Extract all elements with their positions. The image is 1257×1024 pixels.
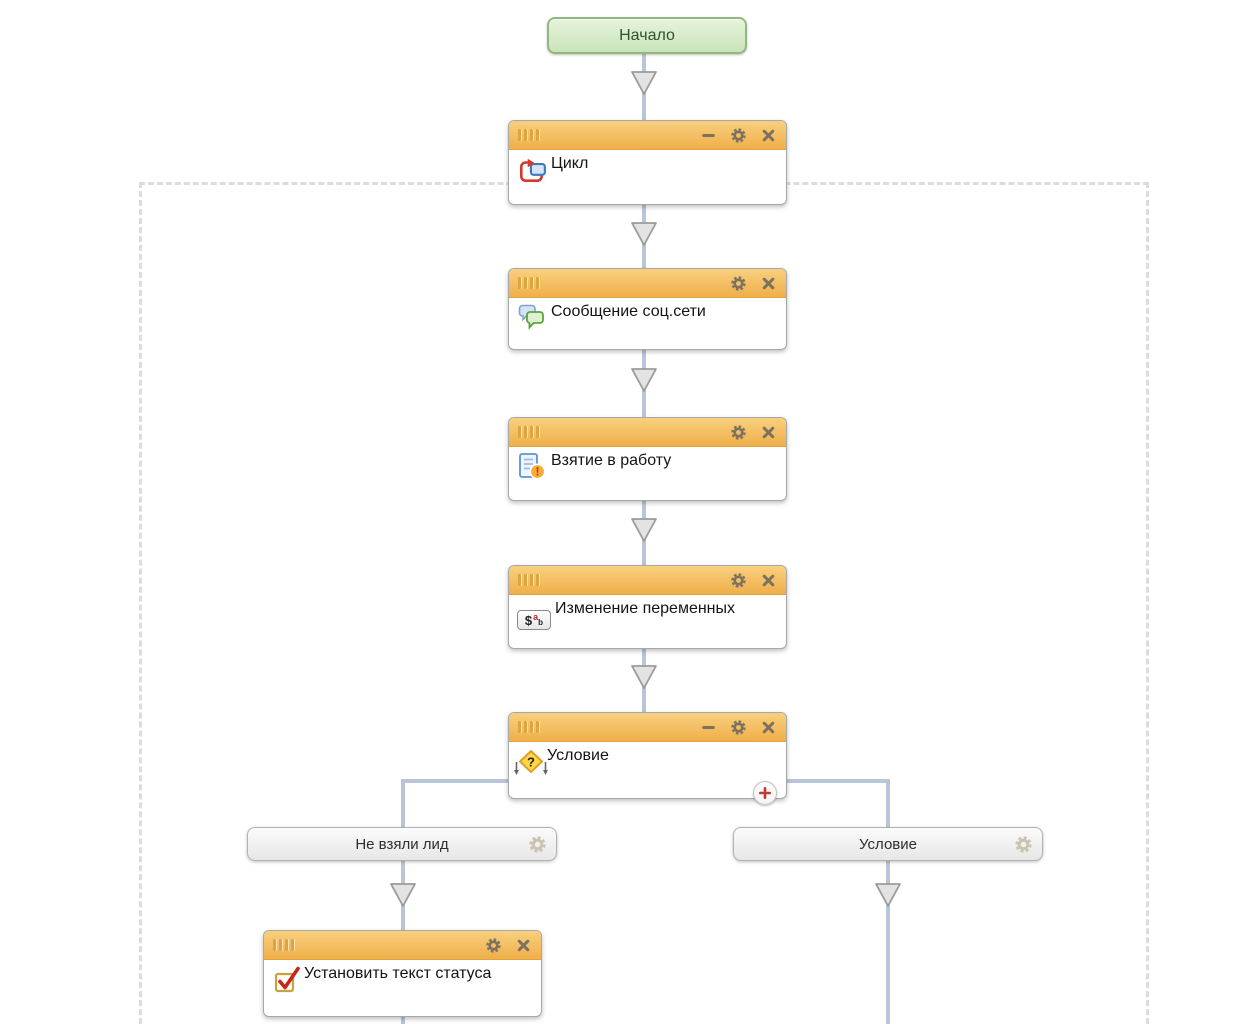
connector-line [401,1015,405,1024]
settings-button[interactable] [730,275,746,291]
activity-change-variables[interactable]: $ a b Изменение переменных [508,565,787,649]
arrow-down-icon [630,664,658,690]
arrow-down-icon [630,517,658,543]
activity-take-to-work[interactable]: ! Взятие в работу [508,417,787,501]
minimize-button[interactable] [700,127,716,143]
drag-handle-icon[interactable] [518,129,542,141]
activity-loop-header[interactable] [509,121,786,150]
connector-line [886,779,890,827]
arrow-down-icon [389,882,417,908]
connector-line [785,779,890,783]
activity-title: Условие [547,747,609,764]
settings-button[interactable] [730,719,746,735]
activity-title: Цикл [551,155,589,172]
settings-button[interactable] [529,836,546,853]
start-node-label: Начало [619,26,675,44]
checkbox-check-icon [272,963,300,995]
minimize-button[interactable] [700,719,716,735]
arrow-down-icon [630,367,658,393]
settings-button[interactable] [730,572,746,588]
branch-label: Условие [859,835,917,853]
document-alert-icon: ! [517,452,547,481]
activity-set-status-text-body: Установить текст статуса [264,959,541,1016]
connector-line [401,779,405,827]
loop-icon [517,155,547,185]
connector-line [886,861,890,1024]
close-button[interactable] [760,127,776,143]
drag-handle-icon[interactable] [273,939,297,951]
arrow-down-icon [630,221,658,247]
close-button[interactable] [760,424,776,440]
activity-condition-header[interactable] [509,713,786,742]
activity-change-variables-body: $ a b Изменение переменных [509,594,786,648]
activity-loop[interactable]: Цикл [508,120,787,205]
activity-condition-body: ? Условие [509,741,786,805]
activity-title: Установить текст статуса [304,965,492,982]
social-message-icon [517,303,547,331]
activity-title: Сообщение соц.сети [551,303,706,320]
settings-button[interactable] [730,127,746,143]
close-button[interactable] [760,572,776,588]
close-button[interactable] [760,719,776,735]
arrow-down-icon [630,70,658,96]
close-button[interactable] [515,937,531,953]
start-node: Начало [547,17,747,54]
condition-icon: ? [513,749,549,779]
variables-icon: $ a b [517,610,551,630]
close-button[interactable] [760,275,776,291]
activity-loop-body: Цикл [509,149,786,204]
settings-button[interactable] [730,424,746,440]
settings-button[interactable] [485,937,501,953]
activity-title: Взятие в работу [551,452,672,469]
add-branch-button[interactable] [753,781,777,805]
drag-handle-icon[interactable] [518,574,542,586]
branch-label: Не взяли лид [355,835,449,853]
settings-button[interactable] [1015,836,1032,853]
connector-line [401,779,508,783]
activity-social-message[interactable]: Сообщение соц.сети [508,268,787,350]
activity-take-to-work-header[interactable] [509,418,786,447]
drag-handle-icon[interactable] [518,426,542,438]
activity-condition[interactable]: ? Условие [508,712,787,805]
activity-set-status-text-header[interactable] [264,931,541,960]
drag-handle-icon[interactable] [518,277,542,289]
activity-social-message-header[interactable] [509,269,786,298]
branch-pill-condition[interactable]: Условие [733,827,1043,861]
branch-pill-no-lead[interactable]: Не взяли лид [247,827,557,861]
drag-handle-icon[interactable] [518,721,542,733]
activity-social-message-body: Сообщение соц.сети [509,297,786,349]
activity-take-to-work-body: ! Взятие в работу [509,446,786,500]
activity-change-variables-header[interactable] [509,566,786,595]
svg-text:?: ? [527,755,535,770]
activity-set-status-text[interactable]: Установить текст статуса [263,930,542,1017]
arrow-down-icon [874,882,902,908]
svg-text:!: ! [536,465,540,479]
activity-title: Изменение переменных [555,600,736,617]
